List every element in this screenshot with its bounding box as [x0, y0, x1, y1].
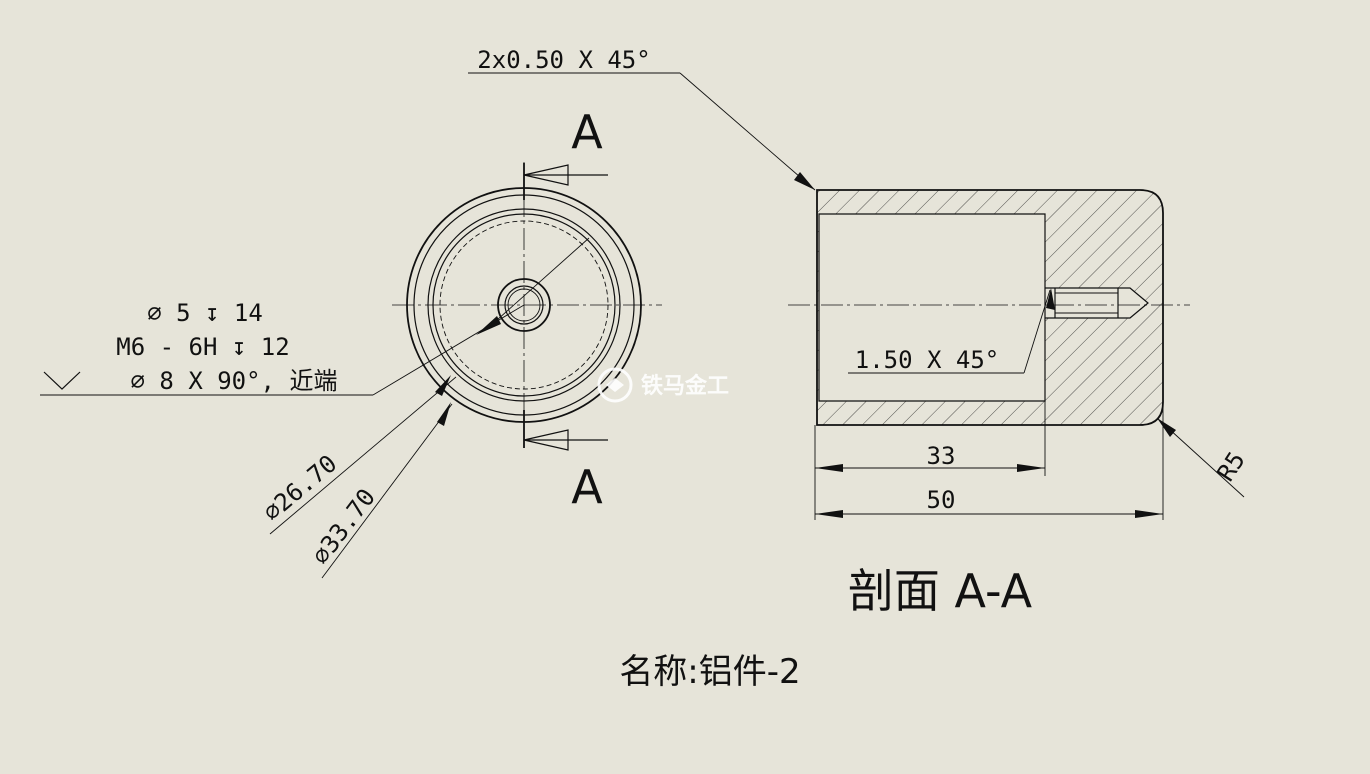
tapped-hole-circle — [504, 285, 544, 325]
outer-diameter-leader — [321, 403, 453, 579]
watermark-text: 铁马金工 — [641, 373, 729, 399]
inner-chamfer-arrow — [1046, 288, 1055, 310]
bore-depth-arrow-left — [815, 464, 843, 472]
outer-diameter-label: ∅33.70 — [306, 484, 381, 570]
length-label: 50 — [927, 486, 956, 514]
radius-arrow — [1157, 418, 1176, 437]
inner-diameter-leader — [269, 376, 457, 535]
tap-drill-circle — [507, 288, 541, 322]
outer-chamfer-leader — [679, 72, 816, 191]
section-outline — [816, 189, 1164, 426]
section-hatching — [817, 190, 1163, 425]
watermark-logo-mark — [606, 378, 624, 392]
bore-depth-label: 33 — [927, 442, 956, 470]
hole-callout-line3: ∅ 8 X 90°, 近端 — [131, 367, 338, 395]
section-letter-bottom: A — [571, 460, 603, 514]
bore-circle — [427, 208, 621, 402]
hole-callout-leader — [372, 304, 525, 396]
inner-chamfer-label: 1.50 X 45° — [855, 346, 1000, 374]
hole-callout-arrow — [476, 316, 501, 335]
tapped-hole-outline — [1045, 287, 1149, 319]
hole-countersink-circle — [497, 278, 551, 332]
bore-depth-arrow-right — [1017, 464, 1045, 472]
part-name: 名称:铝件-2 — [619, 652, 800, 692]
outer-chamfer-arrow — [794, 172, 815, 190]
hole-callout-extension — [496, 237, 590, 321]
hole-callout-line2: M6 - 6H ↧ 12 — [116, 333, 289, 361]
view-arrow-bottom-head — [523, 429, 569, 451]
section-letter-top: A — [571, 105, 603, 159]
hole-callout-line1: ∅ 5 ↧ 14 — [147, 299, 263, 327]
length-arrow-right — [1135, 510, 1163, 518]
countersink-symbol — [43, 371, 81, 390]
section-title: 剖面 A-A — [848, 564, 1033, 618]
inner-diameter-label: ∅26.70 — [258, 449, 342, 526]
inner-chamfer-leader — [1023, 289, 1051, 374]
inner-diameter-arrow — [435, 375, 451, 396]
end-view: A A ∅ 5 ↧ 14 M6 - 6H ↧ 12 ∅ 8 X 90°, 近端 … — [40, 105, 662, 579]
radius-label: R5 — [1212, 447, 1251, 486]
outer-chamfer-label: 2x0.50 X 45° — [477, 46, 650, 74]
view-arrow-top-head — [523, 164, 569, 186]
length-arrow-left — [815, 510, 843, 518]
watermark: 铁马金工 — [597, 367, 729, 403]
watermark-logo-icon — [597, 367, 633, 403]
bore-chamfer-circle — [432, 213, 616, 397]
outer-diameter-arrow — [437, 402, 451, 426]
hidden-edge-circle — [439, 220, 609, 390]
